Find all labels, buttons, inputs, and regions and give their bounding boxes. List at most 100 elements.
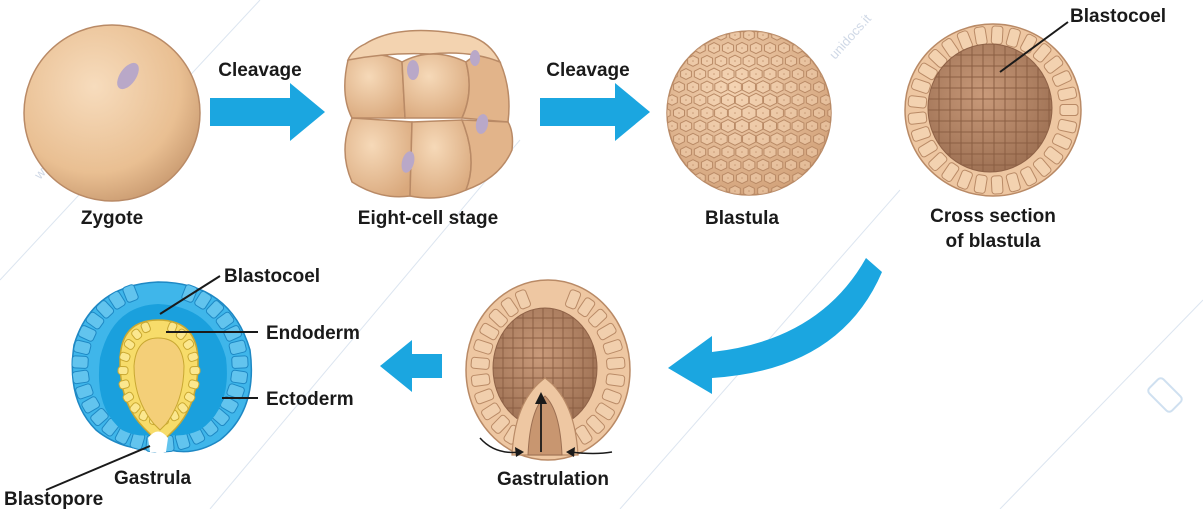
blastula-cell-nucleus xyxy=(671,151,673,153)
cleavage-arrow-1 xyxy=(210,83,325,141)
blastula-cell-nucleus xyxy=(678,86,680,88)
gastrula-arrow xyxy=(380,340,442,392)
blastula-cell-nucleus xyxy=(755,125,757,127)
blastula-cell-nucleus xyxy=(811,151,813,153)
blastula-cell-nucleus xyxy=(818,164,820,166)
blastula-cell-nucleus xyxy=(825,99,827,101)
blastula-cell-nucleus xyxy=(783,151,785,153)
blastula-cell-nucleus xyxy=(783,47,785,49)
blastula-cell-nucleus xyxy=(797,125,799,127)
blastula-cell-nucleus xyxy=(713,99,715,101)
gastrulation-outer-cell xyxy=(471,373,490,386)
blastula-cell-nucleus xyxy=(720,112,722,114)
blastula-cell-nucleus xyxy=(748,138,750,140)
blastula-cell-nucleus xyxy=(699,73,701,75)
blastula-cell-nucleus xyxy=(769,47,771,49)
blastula-cell-nucleus xyxy=(734,60,736,62)
blastula-cell-nucleus xyxy=(762,112,764,114)
cross-outer-cell xyxy=(1060,105,1078,116)
gastrulation-illustration xyxy=(466,280,630,460)
blastula-cell-nucleus xyxy=(776,138,778,140)
blastula-cell-nucleus xyxy=(804,86,806,88)
blastula-cell-nucleus xyxy=(671,125,673,127)
blastula-cell-nucleus xyxy=(811,73,813,75)
blastula-cell xyxy=(821,69,831,79)
blastula-cell-nucleus xyxy=(713,177,715,179)
blastula-cell-nucleus xyxy=(797,99,799,101)
blastula-cell-nucleus xyxy=(741,125,743,127)
blastula-illustration xyxy=(660,30,838,197)
blastula-cell-nucleus xyxy=(811,99,813,101)
blastula-cell-nucleus xyxy=(741,73,743,75)
cross-outer-cell xyxy=(908,95,927,108)
cross-section-label-line1: Cross section xyxy=(930,206,1056,227)
endoderm-cell xyxy=(190,366,200,374)
blastula-cell-nucleus xyxy=(734,138,736,140)
blastula-cell-nucleus xyxy=(832,112,834,114)
blastula-cell-nucleus xyxy=(762,34,764,36)
blastocoel-label-top: Blastocoel xyxy=(1070,6,1166,27)
blastula-cell-nucleus xyxy=(734,190,736,192)
blastula-cell-nucleus xyxy=(762,60,764,62)
blastula-cell-nucleus xyxy=(720,60,722,62)
ectoderm-label: Ectoderm xyxy=(266,389,354,410)
blastula-cell-nucleus xyxy=(804,60,806,62)
blastula-cell-nucleus xyxy=(804,164,806,166)
blastula-cell-nucleus xyxy=(741,151,743,153)
cross-outer-cell xyxy=(908,112,927,125)
cross-outer-cell xyxy=(974,174,988,194)
blastula-cell xyxy=(716,30,726,40)
blastula-cell-nucleus xyxy=(678,138,680,140)
blastula-cell xyxy=(660,134,670,144)
blastula-cell-nucleus xyxy=(762,190,764,192)
blastula-cell-nucleus xyxy=(769,99,771,101)
blastula-label: Blastula xyxy=(705,208,779,229)
eight-cell-label: Eight-cell stage xyxy=(358,208,498,229)
blastula-cell-nucleus xyxy=(671,99,673,101)
blastula-cell-nucleus xyxy=(762,164,764,166)
blastula-cell-nucleus xyxy=(734,34,736,36)
blastula-cell-nucleus xyxy=(720,86,722,88)
blastula-cell-nucleus xyxy=(804,112,806,114)
blastula-cell-nucleus xyxy=(692,60,694,62)
blastula-cell-nucleus xyxy=(818,60,820,62)
ectoderm-cell xyxy=(72,356,89,369)
blastula-cell-nucleus xyxy=(769,177,771,179)
blastula-cell-nucleus xyxy=(706,138,708,140)
blastula-cell-nucleus xyxy=(748,60,750,62)
blastocoel-label-gastrula: Blastocoel xyxy=(224,266,320,287)
ectoderm-cell xyxy=(72,370,90,384)
gastrula-illustration xyxy=(72,282,252,452)
blastula-cell-nucleus xyxy=(713,73,715,75)
blastula-cell-nucleus xyxy=(734,86,736,88)
blastula-cell-nucleus xyxy=(706,112,708,114)
zygote-illustration xyxy=(24,25,200,201)
blastula-cell-nucleus xyxy=(692,164,694,166)
blastula-cell-nucleus xyxy=(664,112,666,114)
blastula-cell-nucleus xyxy=(727,125,729,127)
blastopore-label: Blastopore xyxy=(4,489,103,509)
zygote-label: Zygote xyxy=(81,208,143,229)
watermark-logo-icon xyxy=(1147,377,1184,414)
blastula-cell xyxy=(821,147,831,157)
cleavage-label-2: Cleavage xyxy=(546,60,629,81)
endoderm-cell xyxy=(118,366,128,374)
blastula-cell-nucleus xyxy=(790,112,792,114)
blastula-cell-nucleus xyxy=(755,47,757,49)
blastula-cell-nucleus xyxy=(818,112,820,114)
blastula-cell xyxy=(828,134,838,144)
blastula-cell-nucleus xyxy=(790,86,792,88)
gastrulation-label: Gastrulation xyxy=(497,469,609,490)
blastula-cell-nucleus xyxy=(699,99,701,101)
blastula-cell-nucleus xyxy=(755,73,757,75)
blastula-cell-nucleus xyxy=(678,112,680,114)
blastula-cell-nucleus xyxy=(678,60,680,62)
cross-outer-cell xyxy=(991,26,1003,45)
ectoderm-cell xyxy=(230,370,248,384)
eight-cell-illustration xyxy=(345,31,513,198)
blastula-cell-nucleus xyxy=(748,112,750,114)
blastula-cell-nucleus xyxy=(706,164,708,166)
blastula-cell xyxy=(772,186,782,196)
blastula-cell-nucleus xyxy=(755,151,757,153)
